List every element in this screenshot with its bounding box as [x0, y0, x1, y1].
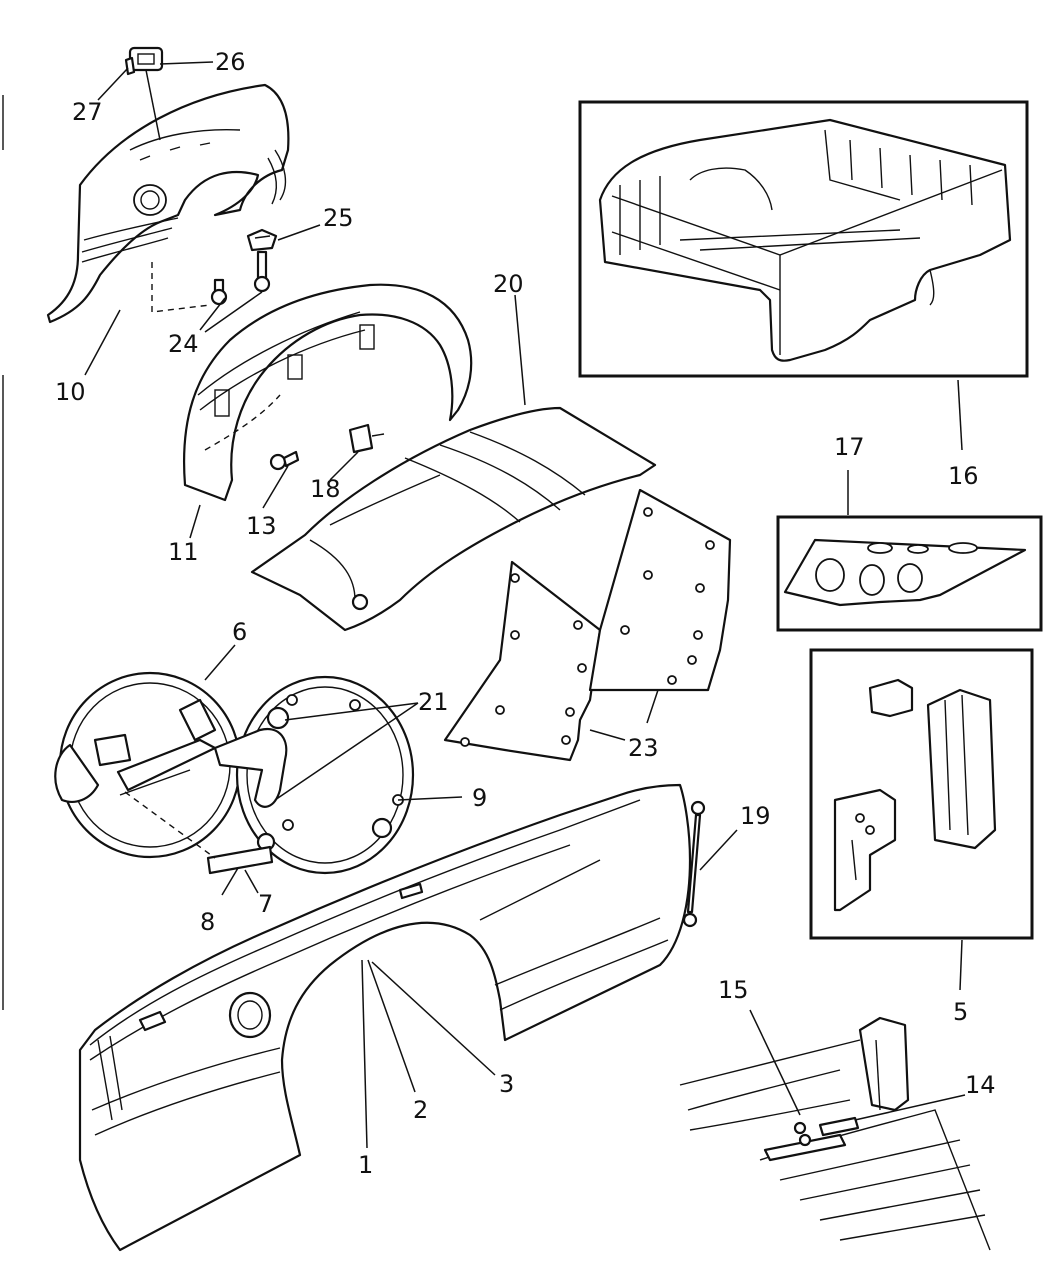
part-5-brackets	[809, 648, 1034, 940]
part-16-bed-assembly	[578, 100, 1029, 378]
callout-11: 11	[168, 538, 199, 566]
callout-25: 25	[323, 204, 354, 232]
part-11-wheelhouse-liner	[183, 283, 473, 502]
callout-1: 1	[358, 1151, 373, 1179]
part-20-wheelhouse-inner	[250, 406, 657, 632]
part-19-rod	[682, 800, 706, 928]
callout-labels: 26 27 25 24 10 20 11 13 18 6 21 9 8 7 23…	[55, 48, 996, 1179]
part-6-fuel-door-housing	[54, 671, 242, 859]
callout-8: 8	[200, 908, 215, 936]
callout-10: 10	[55, 378, 86, 406]
callout-17: 17	[834, 433, 865, 461]
part-14-15-bed-corner	[679, 1016, 991, 1251]
callout-6: 6	[232, 618, 247, 646]
callout-9: 9	[472, 784, 487, 812]
part-26-27-latch	[124, 46, 164, 141]
callout-16: 16	[948, 462, 979, 490]
callout-20: 20	[493, 270, 524, 298]
leader-lines	[84, 61, 966, 1149]
callout-19: 19	[740, 802, 771, 830]
callout-21: 21	[418, 688, 449, 716]
callout-5: 5	[953, 998, 968, 1026]
callout-23: 23	[628, 734, 659, 762]
part-18-bracket	[348, 423, 385, 454]
part-23-reinforcement	[443, 488, 732, 762]
part-1-bedside-panel	[78, 783, 692, 1252]
part-25-clip	[246, 228, 278, 252]
callout-26: 26	[215, 48, 246, 76]
callout-24: 24	[168, 330, 199, 358]
part-17-panel	[776, 515, 1043, 632]
callout-14: 14	[965, 1071, 996, 1099]
callout-15: 15	[718, 976, 749, 1004]
callout-2: 2	[413, 1096, 428, 1124]
part-7-8-label	[124, 791, 274, 875]
part-13-pushpin	[269, 450, 300, 471]
callout-3: 3	[499, 1070, 514, 1098]
part-10-fender-outer	[46, 83, 290, 324]
callout-13: 13	[246, 512, 277, 540]
callout-27: 27	[72, 98, 103, 126]
part-24-screws	[210, 250, 271, 306]
callout-7: 7	[258, 890, 273, 918]
callout-18: 18	[310, 475, 341, 503]
